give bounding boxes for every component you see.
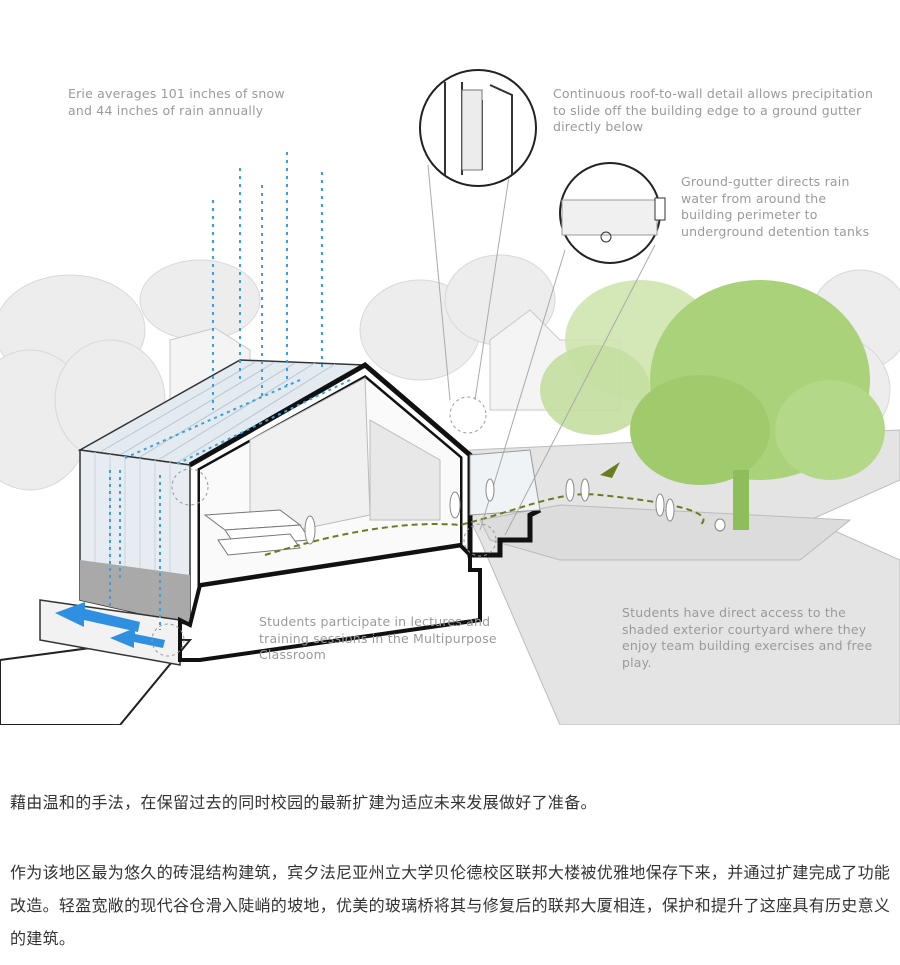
caption-paragraph-2: 作为该地区最为悠久的砖混结构建筑，宾夕法尼亚州立大学贝伦德校区联邦大楼被优雅地保… xyxy=(10,863,891,948)
rain-lines xyxy=(212,152,323,410)
roof-detail-annotation: Continuous roof-to-wall detail allows pr… xyxy=(553,86,874,134)
drainage-arrows xyxy=(109,379,351,630)
ground-planes xyxy=(0,429,900,726)
ground-gutter-annotation: Ground-gutter directs rain water from ar… xyxy=(681,174,870,239)
snow-annotation: Erie averages 101 inches of snow and 44 … xyxy=(68,86,285,118)
ground-arrows xyxy=(55,602,165,648)
caption-paragraph-1: 藉由温和的手法，在保留过去的同时校园的最新扩建为适应未来发展做好了准备。 xyxy=(10,793,597,812)
detail-callout-gutter xyxy=(151,162,666,657)
people xyxy=(304,478,726,545)
courtyard-annotation: Students have direct access to the shade… xyxy=(622,605,873,670)
section-diagram: Erie averages 101 inches of snow and 44 … xyxy=(0,69,900,726)
detail-callout-roof xyxy=(419,69,537,434)
building-section-illustration xyxy=(0,69,900,726)
courtyard-trees xyxy=(540,280,885,530)
barn-section xyxy=(39,359,542,666)
classroom-annotation: Students participate in lectures and tra… xyxy=(259,614,497,662)
